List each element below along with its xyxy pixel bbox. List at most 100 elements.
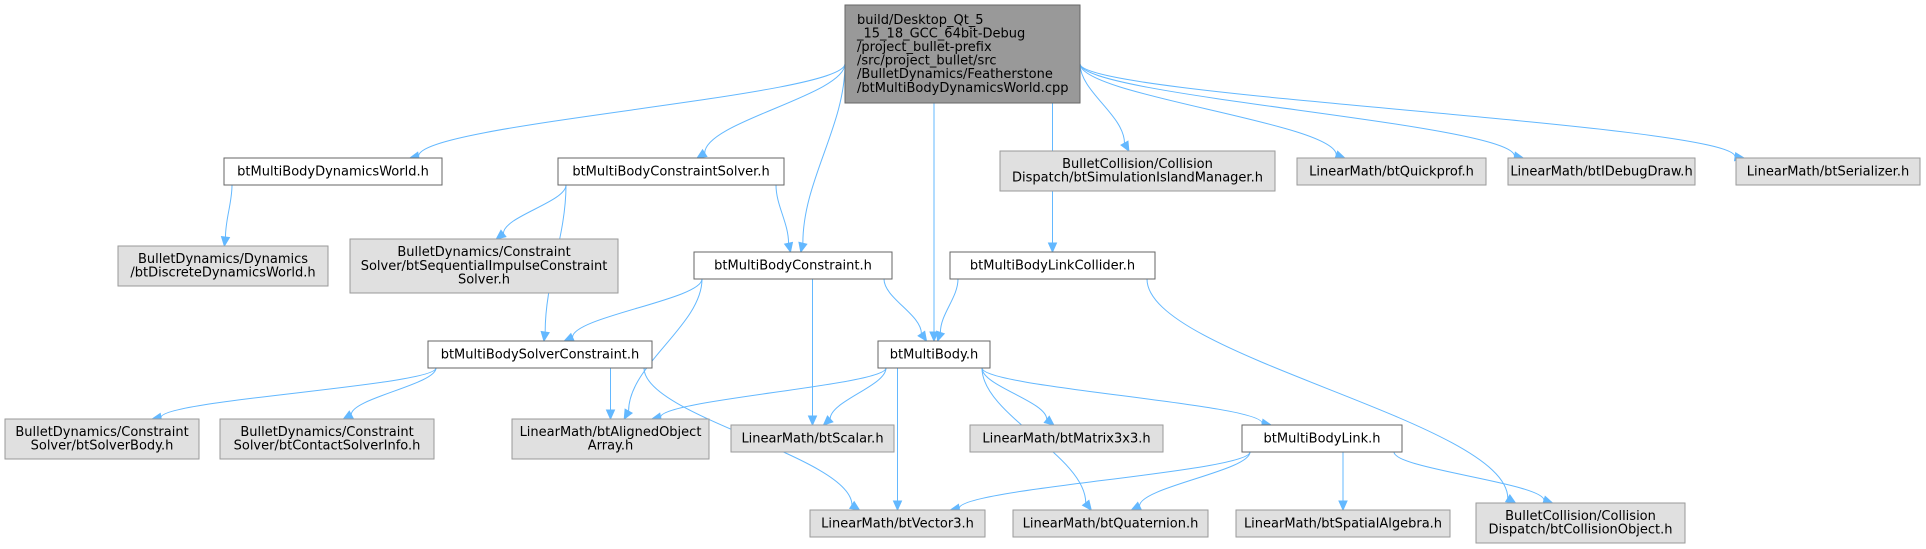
node-box bbox=[877, 340, 991, 369]
edge-mblc-h-to-collisionobj bbox=[1146, 278, 1517, 504]
node-box bbox=[4, 418, 200, 460]
node-label-line: LinearMath/btSerializer.h bbox=[1747, 164, 1909, 179]
nodes-layer: build/Desktop_Qt_5_15_18_GCC_64bit-Debug… bbox=[4, 4, 1921, 544]
node-mbcs-h[interactable]: btMultiBodyConstraintSolver.h bbox=[557, 157, 785, 186]
edge-line bbox=[572, 278, 703, 338]
node-label-line: Array.h bbox=[588, 439, 634, 454]
node-box bbox=[1475, 502, 1686, 544]
edge-mbcs-h-to-mbc-h bbox=[775, 184, 794, 254]
node-label-line: BulletDynamics/Constraint bbox=[397, 245, 570, 260]
edge-mblink-h-to-spatial bbox=[1338, 452, 1348, 512]
node-spatial: LinearMath/btSpatialAlgebra.h bbox=[1235, 509, 1451, 538]
edge-arrowhead bbox=[1504, 493, 1517, 504]
node-mb-h[interactable]: btMultiBody.h bbox=[877, 340, 991, 369]
edge-mb-h-to-vector3 bbox=[892, 368, 903, 512]
edge-arrowhead bbox=[848, 500, 861, 511]
edge-mb-h-to-scalar bbox=[822, 367, 887, 426]
node-label-line: LinearMath/btScalar.h bbox=[741, 431, 883, 446]
node-box bbox=[557, 157, 785, 186]
edge-line bbox=[883, 278, 922, 334]
edge-line bbox=[1139, 451, 1251, 507]
edge-mblink-h-to-collisionobj bbox=[1393, 451, 1554, 505]
node-label-line: BulletDynamics/Constraint bbox=[15, 425, 188, 440]
node-mbsc-h[interactable]: btMultiBodySolverConstraint.h bbox=[427, 340, 653, 369]
node-label-line: LinearMath/btQuickprof.h bbox=[1309, 164, 1474, 179]
edge-arrowhead bbox=[540, 330, 550, 343]
node-discretedw: BulletDynamics/Dynamics/btDiscreteDynami… bbox=[117, 245, 329, 287]
edge-mbsc-h-to-solverbody bbox=[150, 367, 437, 423]
edge-arrowhead bbox=[220, 235, 231, 248]
edge-arrowhead bbox=[1081, 499, 1092, 511]
node-mblc-h[interactable]: btMultiBodyLinkCollider.h bbox=[949, 251, 1156, 280]
edge-mbsc-h-to-alignedarray bbox=[605, 368, 616, 421]
edge-mbc-h-to-scalar bbox=[807, 279, 818, 427]
node-seqimpulse: BulletDynamics/ConstraintSolver/btSequen… bbox=[349, 238, 619, 294]
edge-arrowhead bbox=[929, 331, 939, 343]
node-box bbox=[969, 424, 1164, 453]
edge-line bbox=[775, 184, 790, 244]
node-label-line: BulletCollision/Collision bbox=[1062, 157, 1213, 172]
edge-mb-h-to-matrix bbox=[981, 367, 1055, 426]
node-vector3: LinearMath/btVector3.h bbox=[809, 509, 986, 538]
edge-root-to-mbc-h bbox=[798, 63, 846, 254]
node-label-line: Dispatch/btSimulationIslandManager.h bbox=[1012, 171, 1263, 186]
edge-root-to-mbcs-h bbox=[696, 63, 846, 159]
node-collisionobj: BulletCollision/CollisionDispatch/btColl… bbox=[1475, 502, 1686, 544]
edge-line bbox=[704, 63, 846, 154]
node-simisland: BulletCollision/CollisionDispatch/btSimu… bbox=[999, 150, 1276, 192]
node-box bbox=[693, 251, 893, 280]
edge-line bbox=[1393, 451, 1545, 501]
node-label-line: Solver/btSequentialImpulseConstraint bbox=[361, 259, 608, 274]
node-label-line: BulletDynamics/Dynamics bbox=[138, 252, 308, 267]
node-label-line: LinearMath/btAlignedObject bbox=[520, 425, 702, 440]
node-label-line: BulletDynamics/Constraint bbox=[240, 425, 413, 440]
node-box bbox=[1012, 509, 1209, 538]
node-label-line: btMultiBodyConstraint.h bbox=[714, 258, 872, 273]
node-mbdw-h[interactable]: btMultiBodyDynamicsWorld.h bbox=[223, 157, 443, 186]
node-box bbox=[511, 418, 710, 460]
edge-line bbox=[1079, 63, 1125, 144]
edge-arrowhead bbox=[605, 409, 616, 421]
edge-line bbox=[939, 278, 959, 333]
node-box bbox=[117, 245, 329, 287]
edge-line bbox=[350, 367, 437, 415]
node-label-line: LinearMath/btQuaternion.h bbox=[1023, 516, 1199, 531]
node-label-line: Solver/btSolverBody.h bbox=[31, 439, 174, 454]
edge-arrowhead bbox=[1120, 140, 1130, 153]
edge-line bbox=[981, 367, 1263, 424]
edge-arrowhead bbox=[936, 330, 946, 343]
node-label-line: LinearMath/btVector3.h bbox=[821, 516, 974, 531]
node-label-line: btMultiBodySolverConstraint.h bbox=[441, 347, 640, 362]
node-label-line: LinearMath/btIDebugDraw.h bbox=[1510, 164, 1692, 179]
node-box bbox=[1235, 509, 1451, 538]
node-mblink-h[interactable]: btMultiBodyLink.h bbox=[1241, 424, 1403, 453]
edge-line bbox=[660, 367, 887, 418]
node-label-line: BulletCollision/Collision bbox=[1505, 509, 1656, 524]
node-label-line: Dispatch/btCollisionObject.h bbox=[1489, 523, 1673, 538]
edge-line bbox=[829, 367, 887, 420]
edge-line bbox=[981, 367, 1048, 420]
node-box bbox=[349, 238, 619, 294]
edge-arrowhead bbox=[623, 408, 634, 421]
node-solverbody: BulletDynamics/ConstraintSolver/btSolver… bbox=[4, 418, 200, 460]
node-label-line: /src/project_bullet/src bbox=[857, 54, 997, 69]
edge-mbc-h-to-mb-h bbox=[883, 278, 928, 343]
node-box bbox=[223, 157, 443, 186]
node-box bbox=[730, 424, 895, 453]
node-mbc-h[interactable]: btMultiBodyConstraint.h bbox=[693, 251, 893, 280]
node-box bbox=[809, 509, 986, 538]
edge-line bbox=[802, 63, 846, 244]
edge-root-to-simisland bbox=[1079, 63, 1130, 153]
edge-line bbox=[1079, 63, 1736, 157]
edge-mbcs-h-to-seqimpulse bbox=[495, 184, 567, 240]
node-box bbox=[999, 150, 1276, 192]
edge-line bbox=[418, 63, 846, 157]
node-matrix: LinearMath/btMatrix3x3.h bbox=[969, 424, 1164, 453]
edge-mb-h-to-alignedarray bbox=[650, 367, 887, 422]
edge-line bbox=[1079, 63, 1337, 156]
edge-line bbox=[1079, 63, 1515, 157]
node-label-line: LinearMath/btMatrix3x3.h bbox=[982, 431, 1150, 446]
edge-line bbox=[628, 278, 703, 412]
node-box bbox=[949, 251, 1156, 280]
